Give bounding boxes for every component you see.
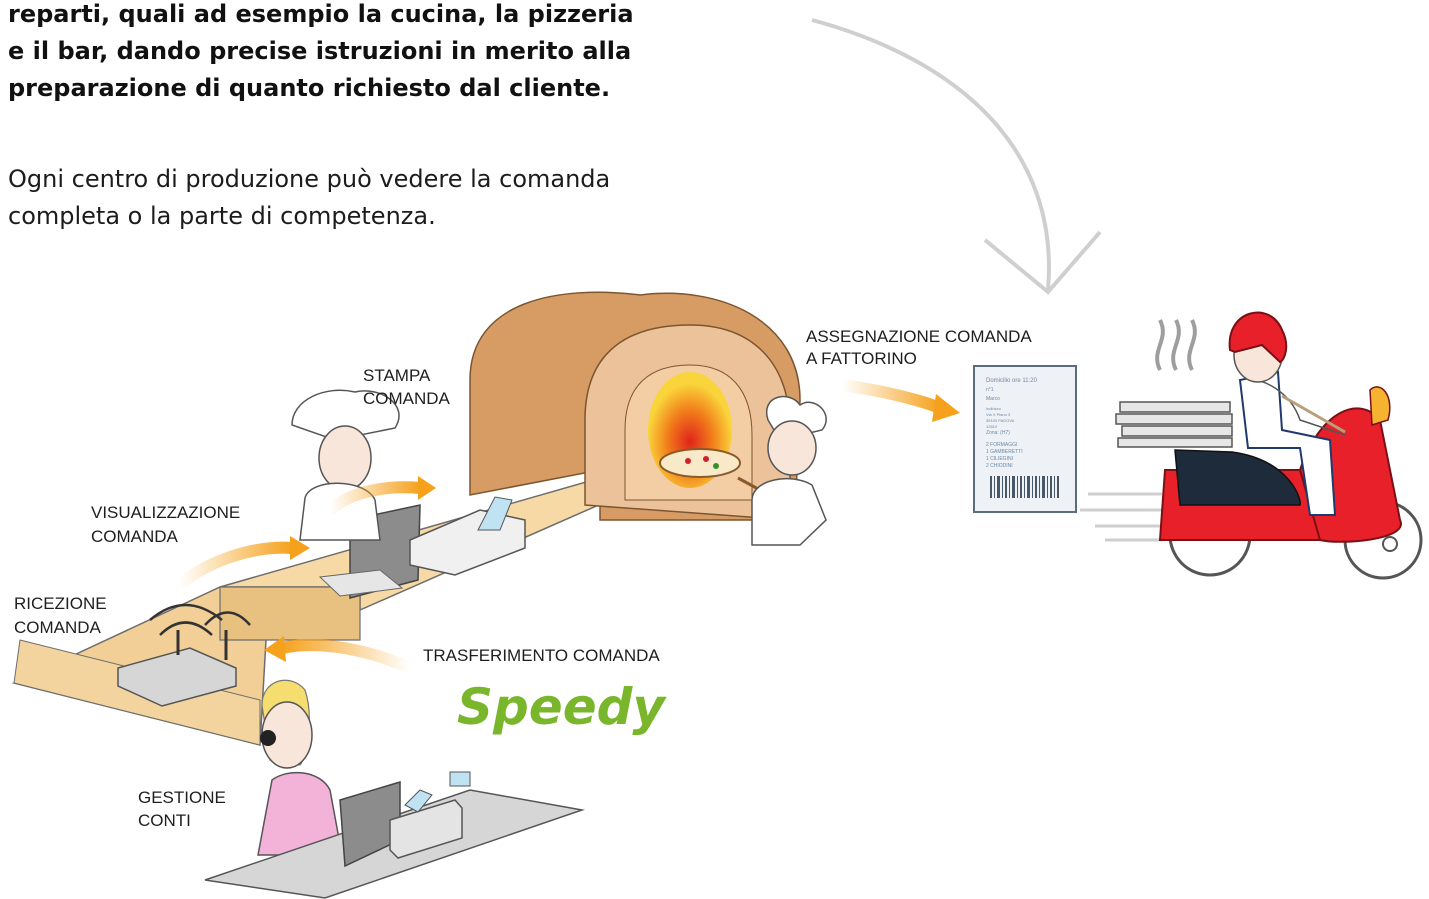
cashier-with-headset [257,679,343,856]
receipt-address-2: 35100 PADOVA [986,418,1015,423]
cashier-desk [204,771,585,899]
intro-body-text: Ogni centro di produzione può vedere la … [8,165,611,230]
receipt-name: Marco [986,396,1000,402]
label-ricezione-line2: COMANDA [14,618,102,637]
receipt-item-3: 1 CILIEGINI [986,456,1013,462]
receipt-header: Domicilio ore 11:20 [986,378,1038,384]
speedy-logo: Speedy [457,678,667,736]
arrow-stampa-icon [325,476,436,515]
receipt-address-title: Indirizzo [986,406,1002,411]
chef-pizzaiolo [751,395,827,546]
label-stampa-line1: STAMPA [363,366,431,385]
curved-arrow-icon [811,18,1102,295]
arrow-visualizzazione-icon [175,536,310,590]
receipt-code: 12810 [986,424,998,429]
wifi-router-icon [117,603,251,707]
delivery-scooter-icon [1080,311,1423,580]
receipt-item-4: 2 CHIODINI [986,463,1013,469]
receipt-address-1: Via X Piano 3 [986,412,1011,417]
label-assegnazione-line2: A FATTORINO [806,349,917,368]
arrow-trasferimento-icon [264,636,413,674]
label-stampa-line2: COMANDA [363,389,451,408]
label-trasferimento: TRASFERIMENTO COMANDA [423,646,660,665]
printer-icon [409,496,526,576]
arrow-assegnazione-icon [841,379,960,422]
label-visualizzazione-line2: COMANDA [91,527,179,546]
label-visualizzazione-line1: VISUALIZZAZIONE [91,503,240,522]
intro-bold-text: reparti, quali ad esempio la cucina, la … [8,0,634,102]
receipt-zone: Zona: (H7) [986,430,1010,436]
label-gestione-line1: GESTIONE [138,788,226,807]
receipt-item-1: 2 FORMAGGI [986,442,1017,448]
receipt-item-2: 1 GAMBERETTI [986,449,1023,455]
label-assegnazione-line1: ASSEGNAZIONE COMANDA [806,327,1032,346]
barcode-icon [990,476,1059,498]
receipt-number: n°1 [986,387,994,393]
label-gestione-line2: CONTI [138,811,191,830]
order-receipt: Domicilio ore 11:20 n°1 Marco Indirizzo … [973,365,1077,513]
label-ricezione-line1: RICEZIONE [14,594,107,613]
